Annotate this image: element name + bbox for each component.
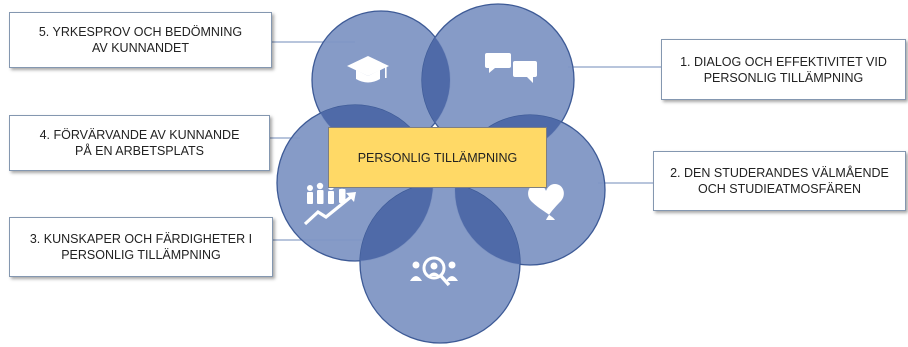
label-2-line-1: 2. DEN STUDERANDES VÄLMÅENDE bbox=[670, 166, 889, 180]
label-2-line-2: OCH STUDIEATMOSFÄREN bbox=[698, 182, 861, 196]
label-4-line-1: 4. FÖRVÄRVANDE AV KUNNANDE bbox=[39, 128, 240, 142]
chat-bubbles-icon bbox=[485, 53, 537, 83]
label-box-3: 3. KUNSKAPER OCH FÄRDIGHETER I PERSONLIG… bbox=[9, 217, 273, 277]
search-people-icon bbox=[410, 256, 458, 287]
label-1-line-1: 1. DIALOG OCH EFFEKTIVITET VID bbox=[680, 54, 887, 69]
heart-icon bbox=[528, 184, 564, 220]
label-3-line-2: PERSONLIG TILLÄMPNING bbox=[61, 248, 221, 262]
label-4-line-2: PÅ EN ARBETSPLATS bbox=[75, 144, 204, 158]
label-5-line-1: 5. YRKESPROV OCH BEDÖMNING bbox=[38, 25, 243, 39]
label-box-2: 2. DEN STUDERANDES VÄLMÅENDE OCH STUDIEA… bbox=[653, 151, 906, 211]
label-5-line-2: AV KUNNANDET bbox=[91, 41, 189, 55]
center-label: PERSONLIG TILLÄMPNING bbox=[357, 150, 518, 165]
label-3-line-1: 3. KUNSKAPER OCH FÄRDIGHETER I bbox=[29, 232, 253, 246]
label-box-1: 1. DIALOG OCH EFFEKTIVITET VID PERSONLIG… bbox=[661, 39, 906, 100]
label-box-4: 4. FÖRVÄRVANDE AV KUNNANDE PÅ EN ARBETSP… bbox=[9, 115, 270, 171]
label-1-line-2: PERSONLIG TILLÄMPNING bbox=[703, 70, 864, 85]
center-label-box: PERSONLIG TILLÄMPNING bbox=[328, 127, 547, 188]
graduation-cap-icon bbox=[347, 56, 389, 83]
label-box-5: 5. YRKESPROV OCH BEDÖMNING AV KUNNANDET bbox=[9, 12, 272, 68]
